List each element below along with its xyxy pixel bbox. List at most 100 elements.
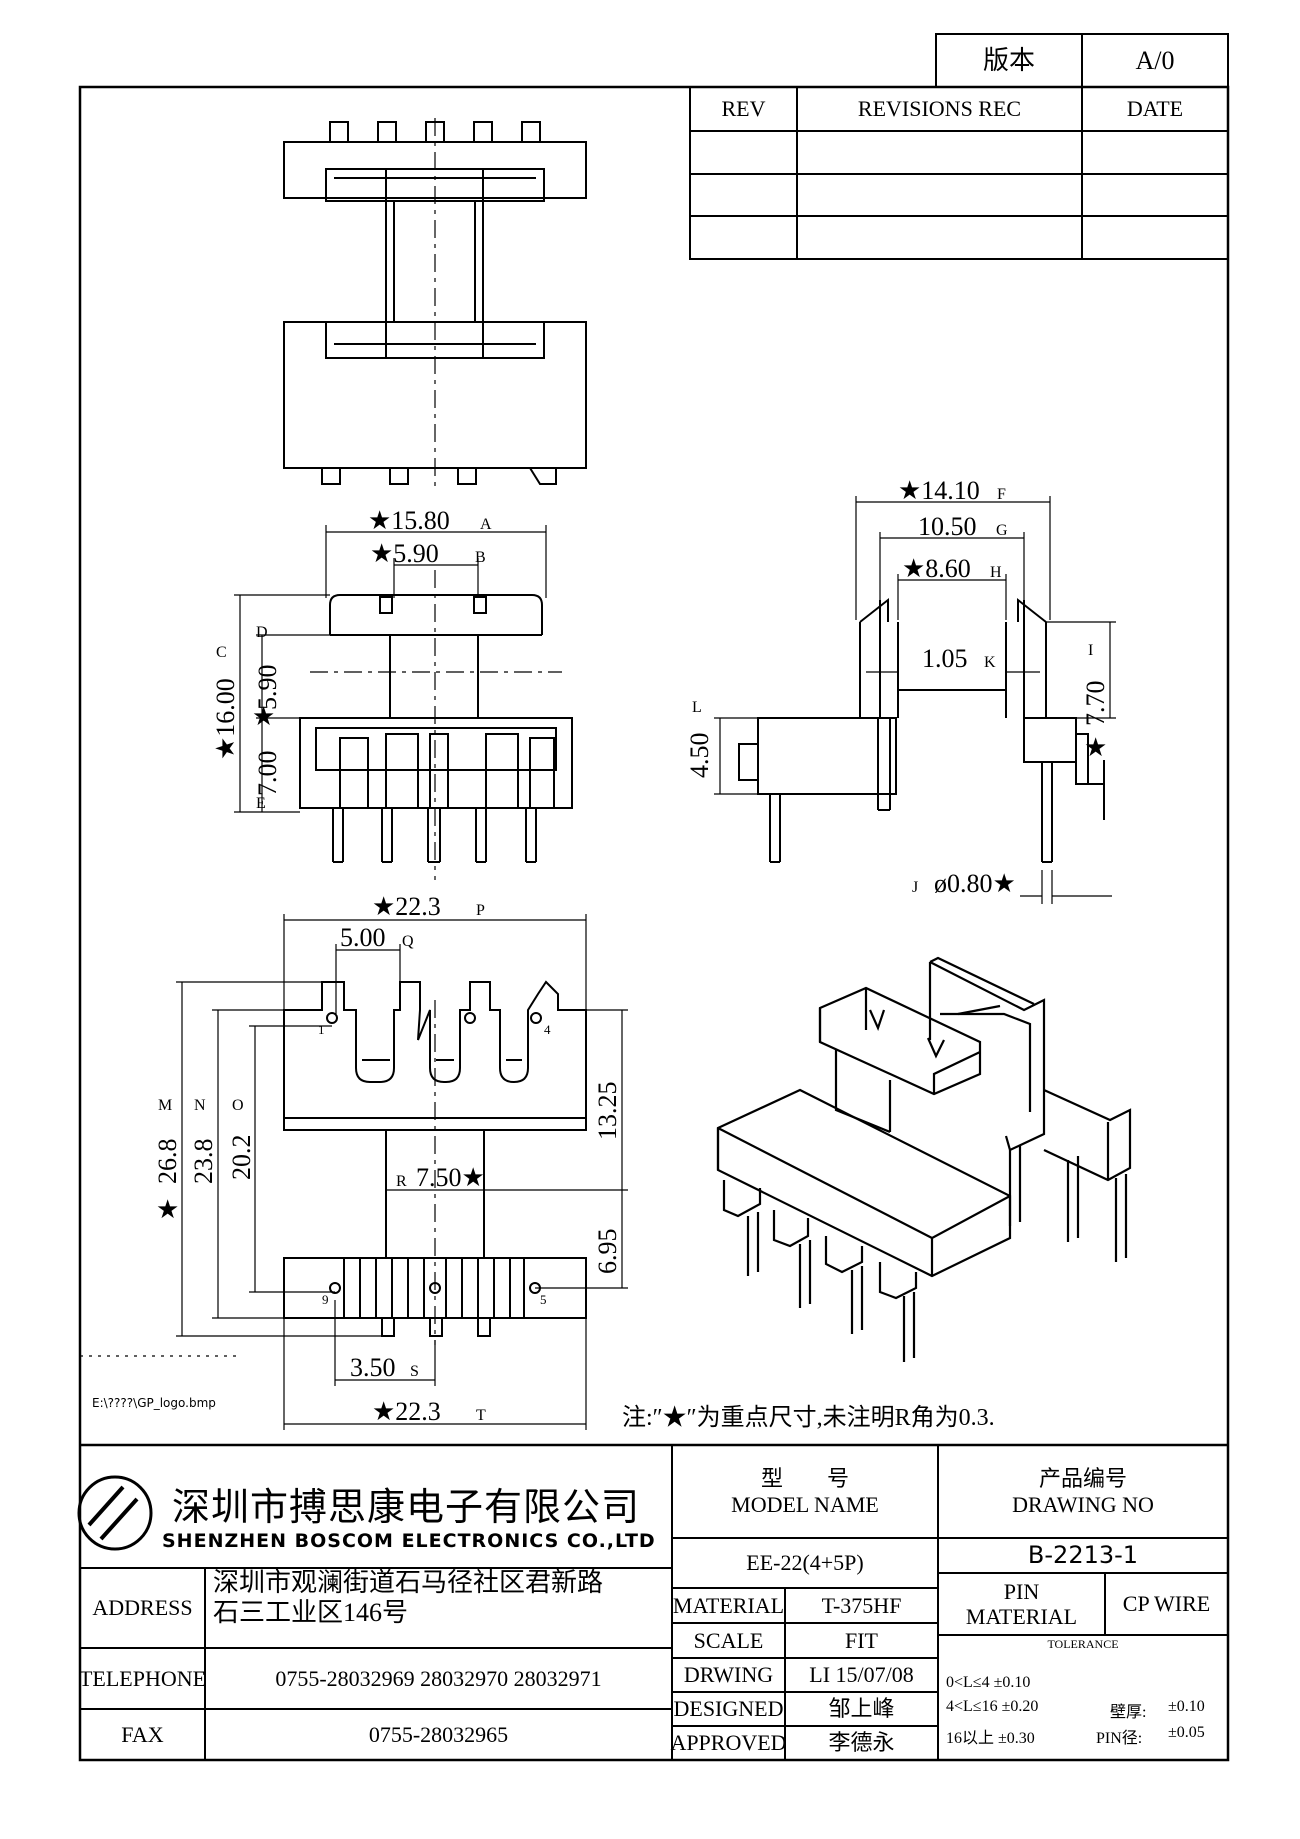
- company-name-en: SHENZHEN BOSCOM ELECTRONICS CO.,LTD: [162, 1530, 656, 1552]
- dim-n-value: 23.8: [189, 1139, 218, 1185]
- dim-o-tag: O: [232, 1097, 244, 1114]
- dim-h-tag: H: [990, 564, 1002, 581]
- scale-value: FIT: [845, 1627, 878, 1653]
- dim-h-value: ★8.60: [902, 554, 971, 583]
- dim-i-tag: I: [1088, 642, 1093, 659]
- drawing-no-value: B-2213-1: [1027, 1540, 1139, 1569]
- dim-b-value: ★5.90: [370, 539, 439, 568]
- dim-l-tag: L: [692, 699, 702, 716]
- drawing-no-label-cn: 产品编号: [1038, 1466, 1127, 1492]
- dim-c-tag: C: [216, 644, 227, 661]
- dim-f-tag: F: [997, 486, 1006, 503]
- tolerance-line-3: 16以上 ±0.30: [946, 1730, 1035, 1747]
- address-label: ADDRESS: [92, 1595, 193, 1621]
- version-value: A/0: [1135, 45, 1175, 75]
- dim-t-tag: T: [476, 1407, 486, 1424]
- side-view: [738, 597, 1105, 863]
- material-label: MATERIAL: [672, 1592, 785, 1618]
- dim-a-value: ★15.80: [368, 506, 450, 535]
- dim-k-value: 1.05: [922, 644, 968, 673]
- dim-m-value: 26.8: [153, 1139, 182, 1185]
- tolerance-line-1: 0<L≤4 ±0.10: [946, 1674, 1031, 1691]
- dim-d-tag: D: [256, 624, 268, 641]
- scale-label: SCALE: [693, 1627, 764, 1653]
- drawing-by-label: DRWING: [683, 1662, 774, 1688]
- drawing-no-label: 产品编号 DRAWING NO: [938, 1445, 1228, 1538]
- dim-e-tag: E: [256, 795, 266, 812]
- dim-d-value: 5.90: [253, 665, 282, 711]
- pin-label-1: 1: [318, 1022, 325, 1037]
- designed-label: DESIGNED: [673, 1696, 784, 1722]
- telephone-label: TELEPHONE: [78, 1665, 207, 1691]
- dim-k-tag: K: [984, 654, 996, 671]
- isometric-view: [716, 956, 1132, 1362]
- address-value: 深圳市观澜街道石马径社区君新路 石三工业区146号: [205, 1568, 672, 1648]
- approved-label: APPROVED: [670, 1730, 787, 1756]
- revisions-rec-header: REVISIONS REC: [857, 96, 1022, 122]
- address-line-2: 石三工业区146号: [213, 1597, 409, 1627]
- drawing-by-value: LI 15/07/08: [809, 1662, 914, 1688]
- pin-label-9: 9: [322, 1292, 329, 1307]
- dim-p-value: ★22.3: [372, 892, 441, 921]
- dim-s-value: 3.50: [350, 1353, 396, 1382]
- dim-r-value: 7.50★: [416, 1163, 485, 1192]
- date-header: DATE: [1126, 96, 1184, 122]
- pin-material-label-1: PIN: [1003, 1578, 1040, 1604]
- dim-h1-value: 13.25: [593, 1082, 622, 1141]
- dim-m-star: ★: [156, 1195, 179, 1224]
- dim-s-tag: S: [410, 1363, 419, 1380]
- dim-q-tag: Q: [402, 933, 414, 950]
- pin-diameter-label: PIN径:: [1096, 1730, 1143, 1747]
- pin-material-label: PIN MATERIAL: [938, 1573, 1105, 1635]
- dim-h2-value: 6.95: [593, 1229, 622, 1275]
- approved-value: 李德永: [828, 1730, 895, 1756]
- dim-g-value: 10.50: [918, 512, 977, 541]
- pin-diameter-value: ±0.05: [1168, 1724, 1205, 1741]
- dim-g-tag: G: [996, 522, 1008, 539]
- drawing-note: 注:″★″为重点尺寸,未注明R角为0.3.: [622, 1405, 995, 1431]
- company-name-cn: 深圳市搏思康电子有限公司: [172, 1485, 641, 1529]
- dim-b-tag: B: [475, 549, 486, 566]
- tolerance-line-2: 4<L≤16 ±0.20: [946, 1698, 1039, 1715]
- dim-l-value: 4.50: [685, 733, 714, 779]
- dim-e-value: 7.00: [253, 751, 282, 797]
- dim-m-tag: M: [158, 1097, 172, 1114]
- fax-label: FAX: [121, 1721, 164, 1747]
- dim-o-value: 20.2: [227, 1135, 256, 1181]
- dim-f-value: ★14.10: [898, 476, 980, 505]
- logo-path-label: E:\????\GP_logo.bmp: [92, 1396, 216, 1410]
- tolerance-label: TOLERANCE: [1047, 1637, 1119, 1652]
- drawing-no-label-en: DRAWING NO: [1012, 1491, 1154, 1517]
- material-value: T-375HF: [821, 1592, 902, 1618]
- wall-thickness-value: ±0.10: [1168, 1698, 1205, 1715]
- dim-p-tag: P: [476, 902, 485, 919]
- designed-value: 邹上峰: [828, 1696, 895, 1722]
- dim-j-tag: J: [912, 879, 918, 896]
- dim-i-star: ★: [1084, 733, 1107, 762]
- model-name-label: 型 号 MODEL NAME: [672, 1445, 938, 1538]
- dim-i-value: 7.70: [1081, 681, 1110, 727]
- fax-value: 0755-28032965: [368, 1721, 509, 1747]
- bottom-view: [283, 980, 587, 1345]
- company-logo-icon: [77, 1475, 153, 1551]
- drawing-frame: [78, 85, 1230, 1762]
- dim-r-tag: R: [396, 1173, 407, 1190]
- front-view: [299, 570, 573, 880]
- pin-material-value: CP WIRE: [1122, 1591, 1211, 1617]
- model-name-label-cn: 型 号: [760, 1466, 849, 1492]
- pin-label-4: 4: [544, 1022, 551, 1037]
- wall-thickness-label: 壁厚:: [1110, 1704, 1147, 1721]
- dim-e-star: ★: [252, 702, 275, 731]
- address-line-1: 深圳市观澜街道石马径社区君新路: [213, 1568, 604, 1597]
- rev-header: REV: [721, 96, 766, 122]
- dim-n-tag: N: [194, 1097, 206, 1114]
- model-name-value: EE-22(4+5P): [746, 1550, 864, 1576]
- dim-q-value: 5.00: [340, 923, 386, 952]
- dim-a-tag: A: [480, 516, 492, 533]
- dim-c-value: ★16.00: [211, 678, 240, 760]
- dim-t-value: ★22.3: [372, 1397, 441, 1426]
- pin-material-label-2: MATERIAL: [965, 1604, 1078, 1629]
- version-label: 版本: [982, 45, 1035, 75]
- telephone-value: 0755-28032969 28032970 28032971: [275, 1665, 602, 1691]
